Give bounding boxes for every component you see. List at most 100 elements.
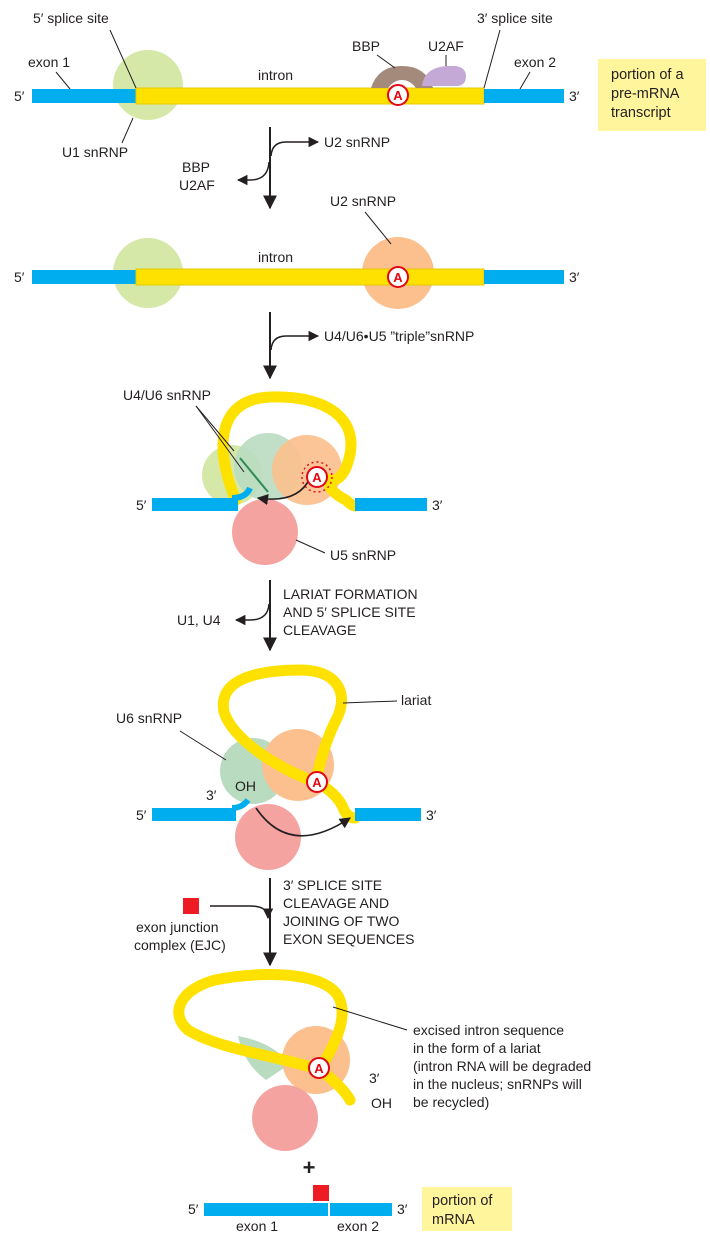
excised-line-5: be recycled) [413,1094,489,1110]
stage-5-excised-lariat: A excised intron sequence in the form of… [179,975,591,1151]
five-prime-splice-site-label: 5′ splice site [33,10,109,26]
exon-1-bar-2 [32,270,136,284]
five-prime-end: 5′ [14,88,25,104]
oh-label-5: OH [371,1095,392,1111]
three-prime-end-4: 3′ [426,807,437,823]
intron-bar [136,88,484,104]
stage-2-u2-bound: A U2 snRNP intron 5′ 3′ [14,193,580,309]
u5-snrnp-shape [232,499,298,565]
plus-sign: + [303,1155,316,1180]
branch-point-a-5: A [314,1061,324,1076]
u5-snrnp-shape-4 [235,804,301,870]
exon-1-label: exon 1 [28,54,70,70]
exon-2-label: exon 2 [514,54,556,70]
step-4-process-line-1: 3′ SPLICE SITE [283,877,382,893]
step-4-arrows: exon junction complex (EJC) 3′ SPLICE SI… [134,877,414,965]
step-2-arrows: U4/U6•U5 ”triple”snRNP [270,312,474,378]
pre-mrna-note-line-3: transcript [611,105,671,121]
five-prime-end-2: 5′ [14,269,25,285]
three-prime-label-4: 3′ [206,787,217,803]
ejc-label-line-1: exon junction [136,919,219,935]
exon-2-bar [484,89,564,103]
intron-label: intron [258,67,293,83]
lariat-leader [343,701,397,703]
u1-snrnp-leader [122,118,133,143]
step-3-process-line-3: CLEAVAGE [283,622,356,638]
u5-snrnp-shape-5 [252,1085,318,1151]
lariat-label: lariat [401,692,431,708]
mrna-note-line-1: portion of [432,1193,493,1209]
step-1-entry-arrow [271,142,318,156]
three-prime-label-5: 3′ [369,1070,380,1086]
step-1-enters-label: U2 snRNP [324,134,390,150]
bbp-leader [377,55,395,68]
three-prime-end: 3′ [569,88,580,104]
exon-2-bar-3 [355,498,427,511]
mrna-three-prime-end: 3′ [397,1201,408,1217]
intron-bar-2 [136,269,484,285]
pre-mrna-note-line-2: pre-mRNA [611,86,680,102]
step-4-process-line-4: EXON SEQUENCES [283,931,414,947]
step-4-process-line-2: CLEAVAGE AND [283,895,389,911]
exon-1-bar [32,89,136,103]
branch-point-a-4: A [312,775,322,790]
mrna-exon-2-label: exon 2 [337,1218,379,1233]
branch-point-a-2: A [393,270,403,285]
five-prime-end-3: 5′ [136,497,147,513]
stage-4-lariat-formation: A lariat U6 snRNP 3′ OH 5′ 3′ [116,670,437,870]
step-4-process-line-3: JOINING OF TWO [283,913,400,929]
three-prime-splice-site-label: 3′ splice site [477,10,553,26]
ejc-label-line-2: complex (EJC) [134,937,226,953]
u5-snrnp-label: U5 snRNP [330,547,396,563]
exon-1-leader [56,72,70,89]
branch-point-a-3: A [312,470,322,485]
three-prime-splice-site-leader [484,30,500,88]
mrna-exon-2-bar [330,1203,392,1216]
excised-line-4: in the nucleus; snRNPs will [413,1076,582,1092]
three-prime-end-3: 3′ [432,497,443,513]
u5-snrnp-leader [296,540,325,553]
intron-label-2: intron [258,249,293,265]
u6-snrnp-label: U6 snRNP [116,710,182,726]
step-2-entry-arrow [271,336,318,350]
five-prime-end-4: 5′ [136,807,147,823]
step-1-leaves-u2af: U2AF [179,177,215,193]
mrna-note-line-2: mRNA [432,1212,475,1228]
step-3-arrows: LARIAT FORMATION AND 5′ SPLICE SITE CLEA… [177,580,418,650]
mrna-ejc-square [313,1185,329,1201]
u2af-shape [422,66,466,86]
oh-label-4: OH [235,778,256,794]
excised-line-2: in the form of a lariat [413,1040,541,1056]
mrna-exon-1-bar [204,1203,328,1216]
mrna-exon-1-label: exon 1 [236,1218,278,1233]
mrna-product: + 5′ 3′ exon 1 exon 2 portion of mRNA [188,1155,512,1233]
u2-snrnp-leader [365,212,391,244]
step-2-enters-label: U4/U6•U5 ”triple”snRNP [324,328,474,344]
step-1-leaves-bbp: BBP [182,159,210,175]
u1-snrnp-label: U1 snRNP [62,144,128,160]
step-3-leaves-label: U1, U4 [177,612,221,628]
mrna-five-prime-end: 5′ [188,1201,199,1217]
exon-2-bar-4 [355,808,421,821]
step-3-process-line-2: AND 5′ SPLICE SITE [283,604,416,620]
u2-snrnp-label: U2 snRNP [330,193,396,209]
ejc-square [183,898,199,914]
exon-2-bar-2 [484,270,564,284]
exon-1-bar-4 [152,808,236,821]
step-4-entry-arrow [210,906,268,918]
step-3-process-line-1: LARIAT FORMATION [283,586,418,602]
u6-snrnp-leader [180,731,226,760]
three-prime-end-2: 3′ [569,269,580,285]
step-1-exit-arrow [238,162,269,180]
step-3-exit-arrow [236,604,269,620]
stage-3-spliceosome: A U4/U6 snRNP U5 snRNP 5′ 3′ [123,387,443,565]
pre-mrna-note-line-1: portion of a [611,67,684,83]
u4-u6-snrnp-label: U4/U6 snRNP [123,387,211,403]
branch-point-a: A [393,88,403,103]
u2af-label: U2AF [428,38,464,54]
excised-line-1: excised intron sequence [413,1022,564,1038]
exon-1-bar-3 [152,498,238,511]
excised-line-3: (intron RNA will be degraded [413,1058,591,1074]
